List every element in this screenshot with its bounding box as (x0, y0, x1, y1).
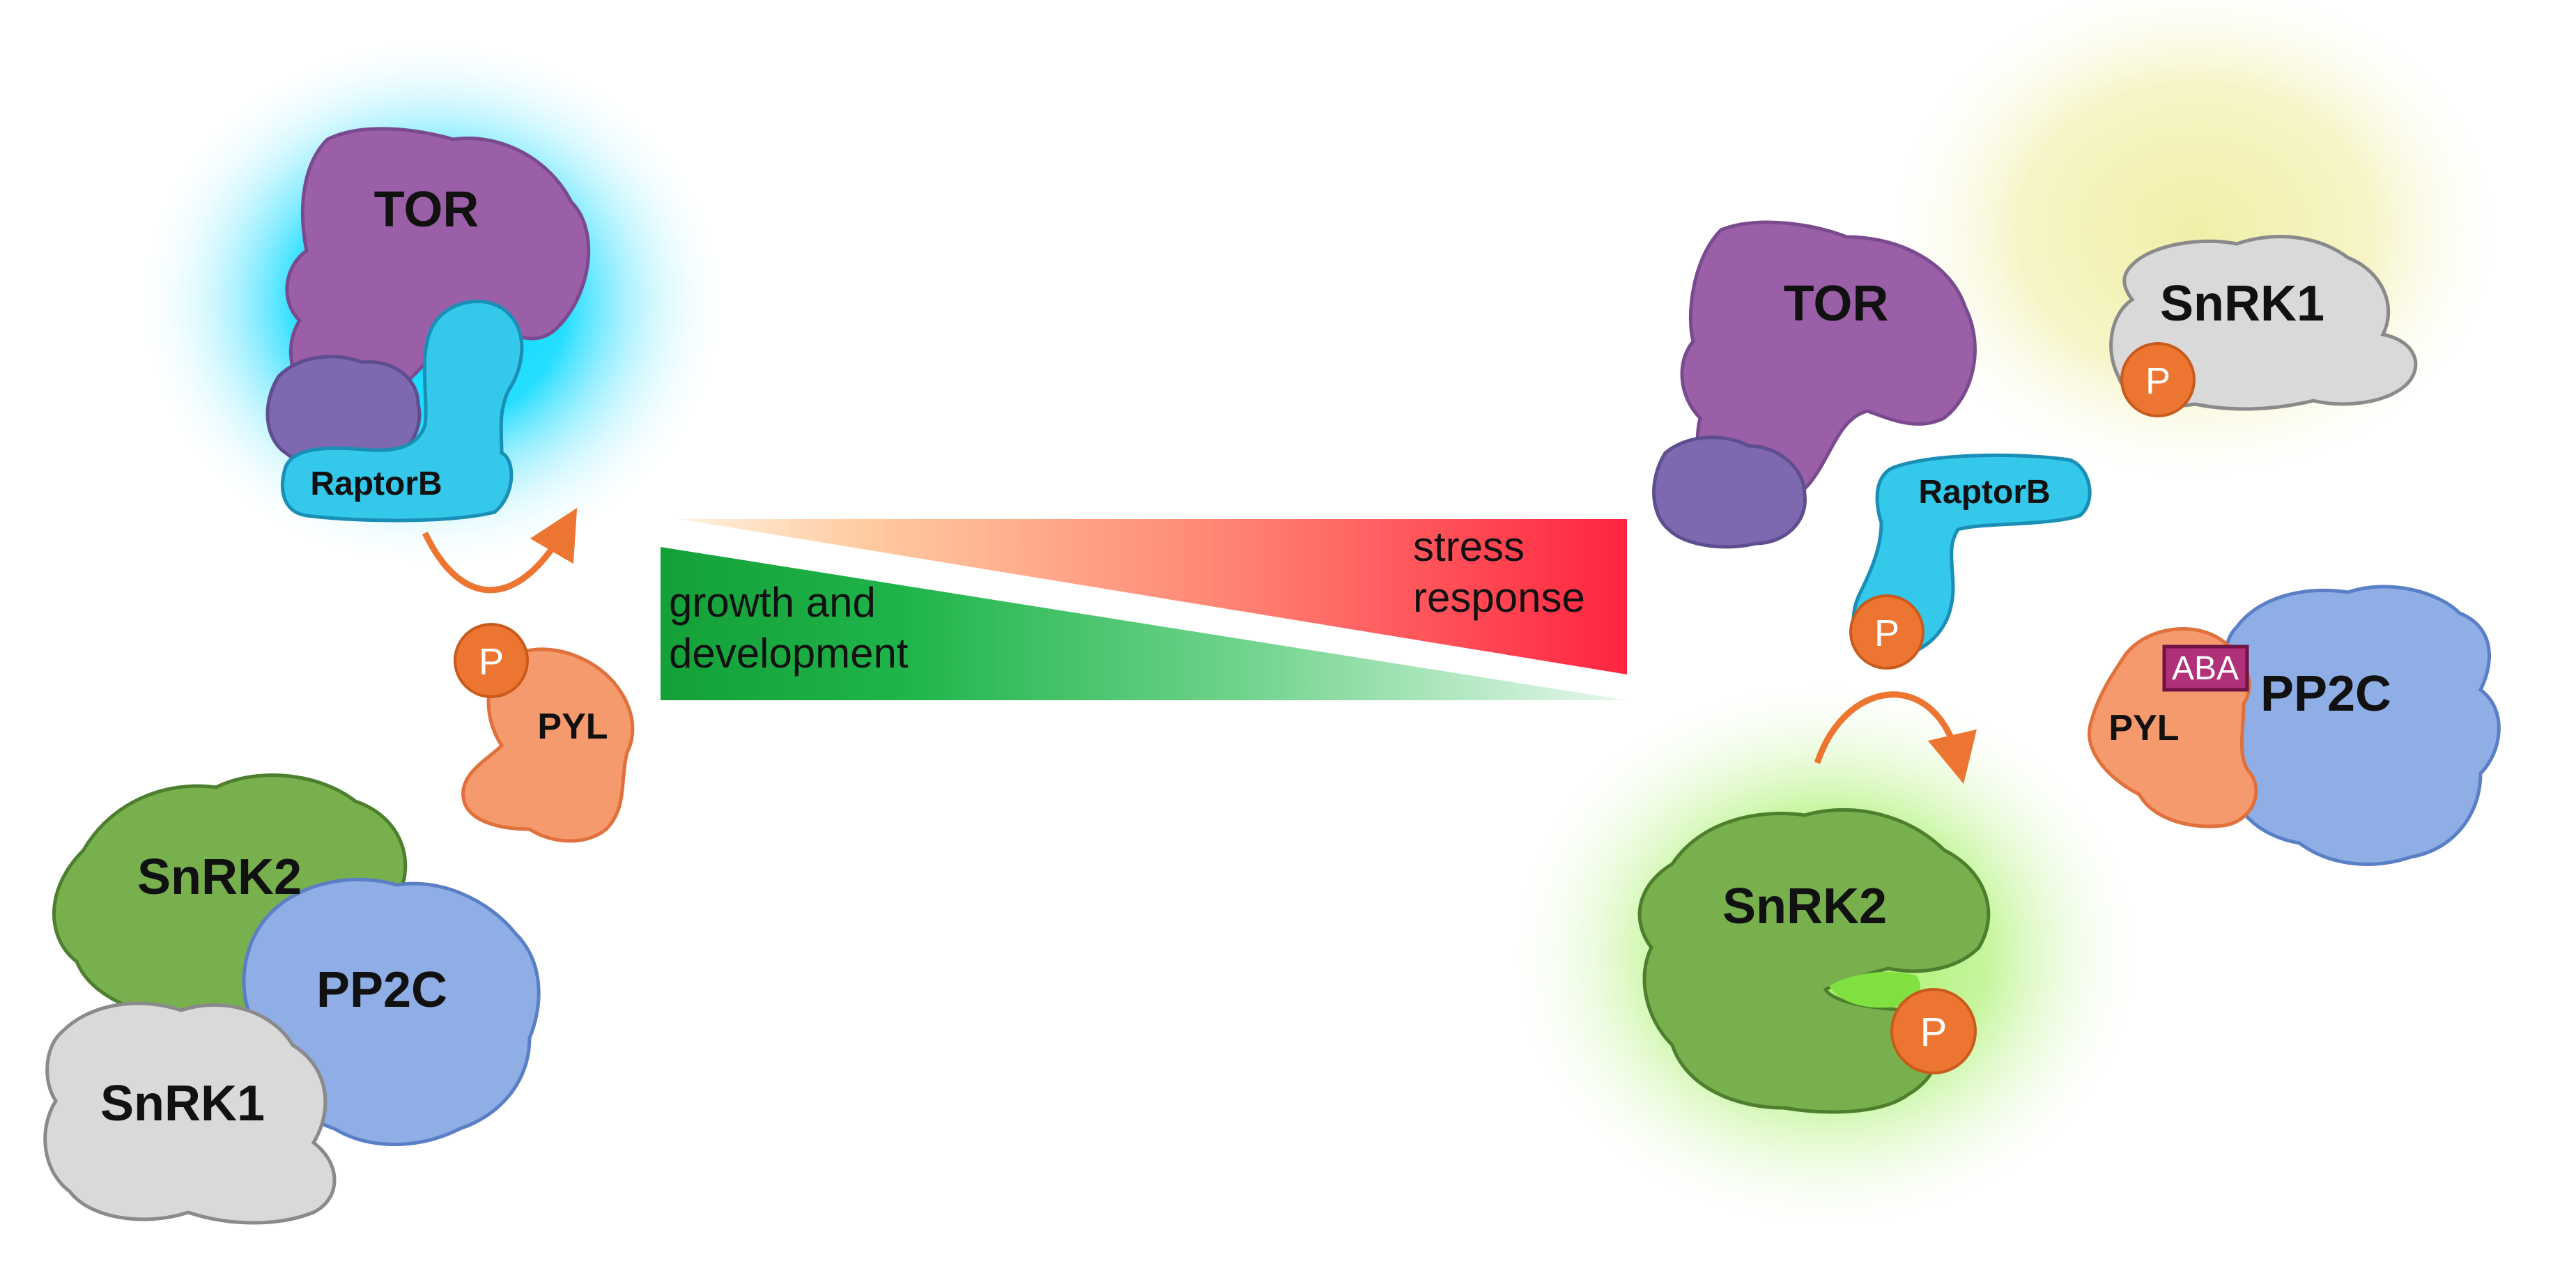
tor-protein-right (1680, 220, 1977, 509)
growth-development-wedge (661, 547, 1627, 700)
tor-complex-left: TOR RaptorB (265, 127, 591, 523)
raptorb-protein-left (280, 300, 524, 523)
pp2c-label-left: PP2C (316, 962, 447, 1018)
snrk1-label-left: SnRK1 (100, 1076, 265, 1132)
snrk2-pp2c-snrk1-complex-left: SnRK2 PP2C SnRK1 (43, 773, 541, 1225)
aba-label: ABA (2172, 650, 2239, 687)
phospho-circle-left (454, 623, 529, 698)
snrk1-protein-left (43, 1001, 337, 1225)
pyl-protein-left-group: PYL (461, 647, 635, 843)
pyl-label-right: PYL (2108, 708, 2179, 748)
snrk1-label-right: SnRK1 (2160, 276, 2324, 332)
snrk2-label-left: SnRK2 (137, 849, 302, 905)
stress-label-line2: response (1413, 574, 1585, 621)
phospho-circle-snrk1-right (2120, 342, 2196, 417)
snrk2-right-group: SnRK2 P (1637, 808, 1991, 1114)
growth-label-line1: growth and (669, 579, 876, 626)
phospho-circle-snrk2-right (1890, 988, 1977, 1074)
phospho-label-raptorb-right: P (1874, 612, 1899, 654)
phosphorylation-arrow-left (422, 507, 578, 594)
phospho-label-snrk2-right: P (1920, 1010, 1948, 1055)
aba-badge-box (2162, 644, 2249, 692)
tor-label-right: TOR (1784, 276, 1889, 332)
stress-label-line1: stress (1413, 523, 1525, 570)
phosphorylation-arrow-right (1814, 691, 1977, 785)
tor-label-left: TOR (374, 182, 479, 238)
phospho-badge-left: P (454, 623, 529, 698)
snrk1-right-group: SnRK1 P (2109, 235, 2418, 417)
pyl-aba-pp2c-complex-right: ABA PP2C PYL (2088, 585, 2501, 866)
raptorb-right-group: RaptorB P (1849, 453, 2092, 670)
pp2c-label-right: PP2C (2260, 666, 2391, 722)
phospho-label-snrk1-right: P (2145, 360, 2170, 402)
phospho-label-left: P (479, 641, 504, 683)
raptorb-label-left: RaptorB (310, 465, 442, 502)
raptorb-label-right: RaptorB (1918, 474, 2050, 511)
snrk2-label-right: SnRK2 (1722, 879, 1887, 934)
growth-label-line2: development (669, 630, 909, 677)
tor-base-right (1652, 435, 1807, 549)
pp2c-protein-right (2212, 585, 2501, 866)
pyl-protein-left (461, 647, 635, 843)
phospho-circle-raptorb-right (1849, 594, 1925, 670)
pyl-label-left: PYL (537, 707, 608, 747)
snrk2-active-pocket (1829, 972, 1920, 1008)
stress-response-wedge (679, 519, 1627, 674)
tor-complex-right: TOR (1652, 220, 1977, 549)
